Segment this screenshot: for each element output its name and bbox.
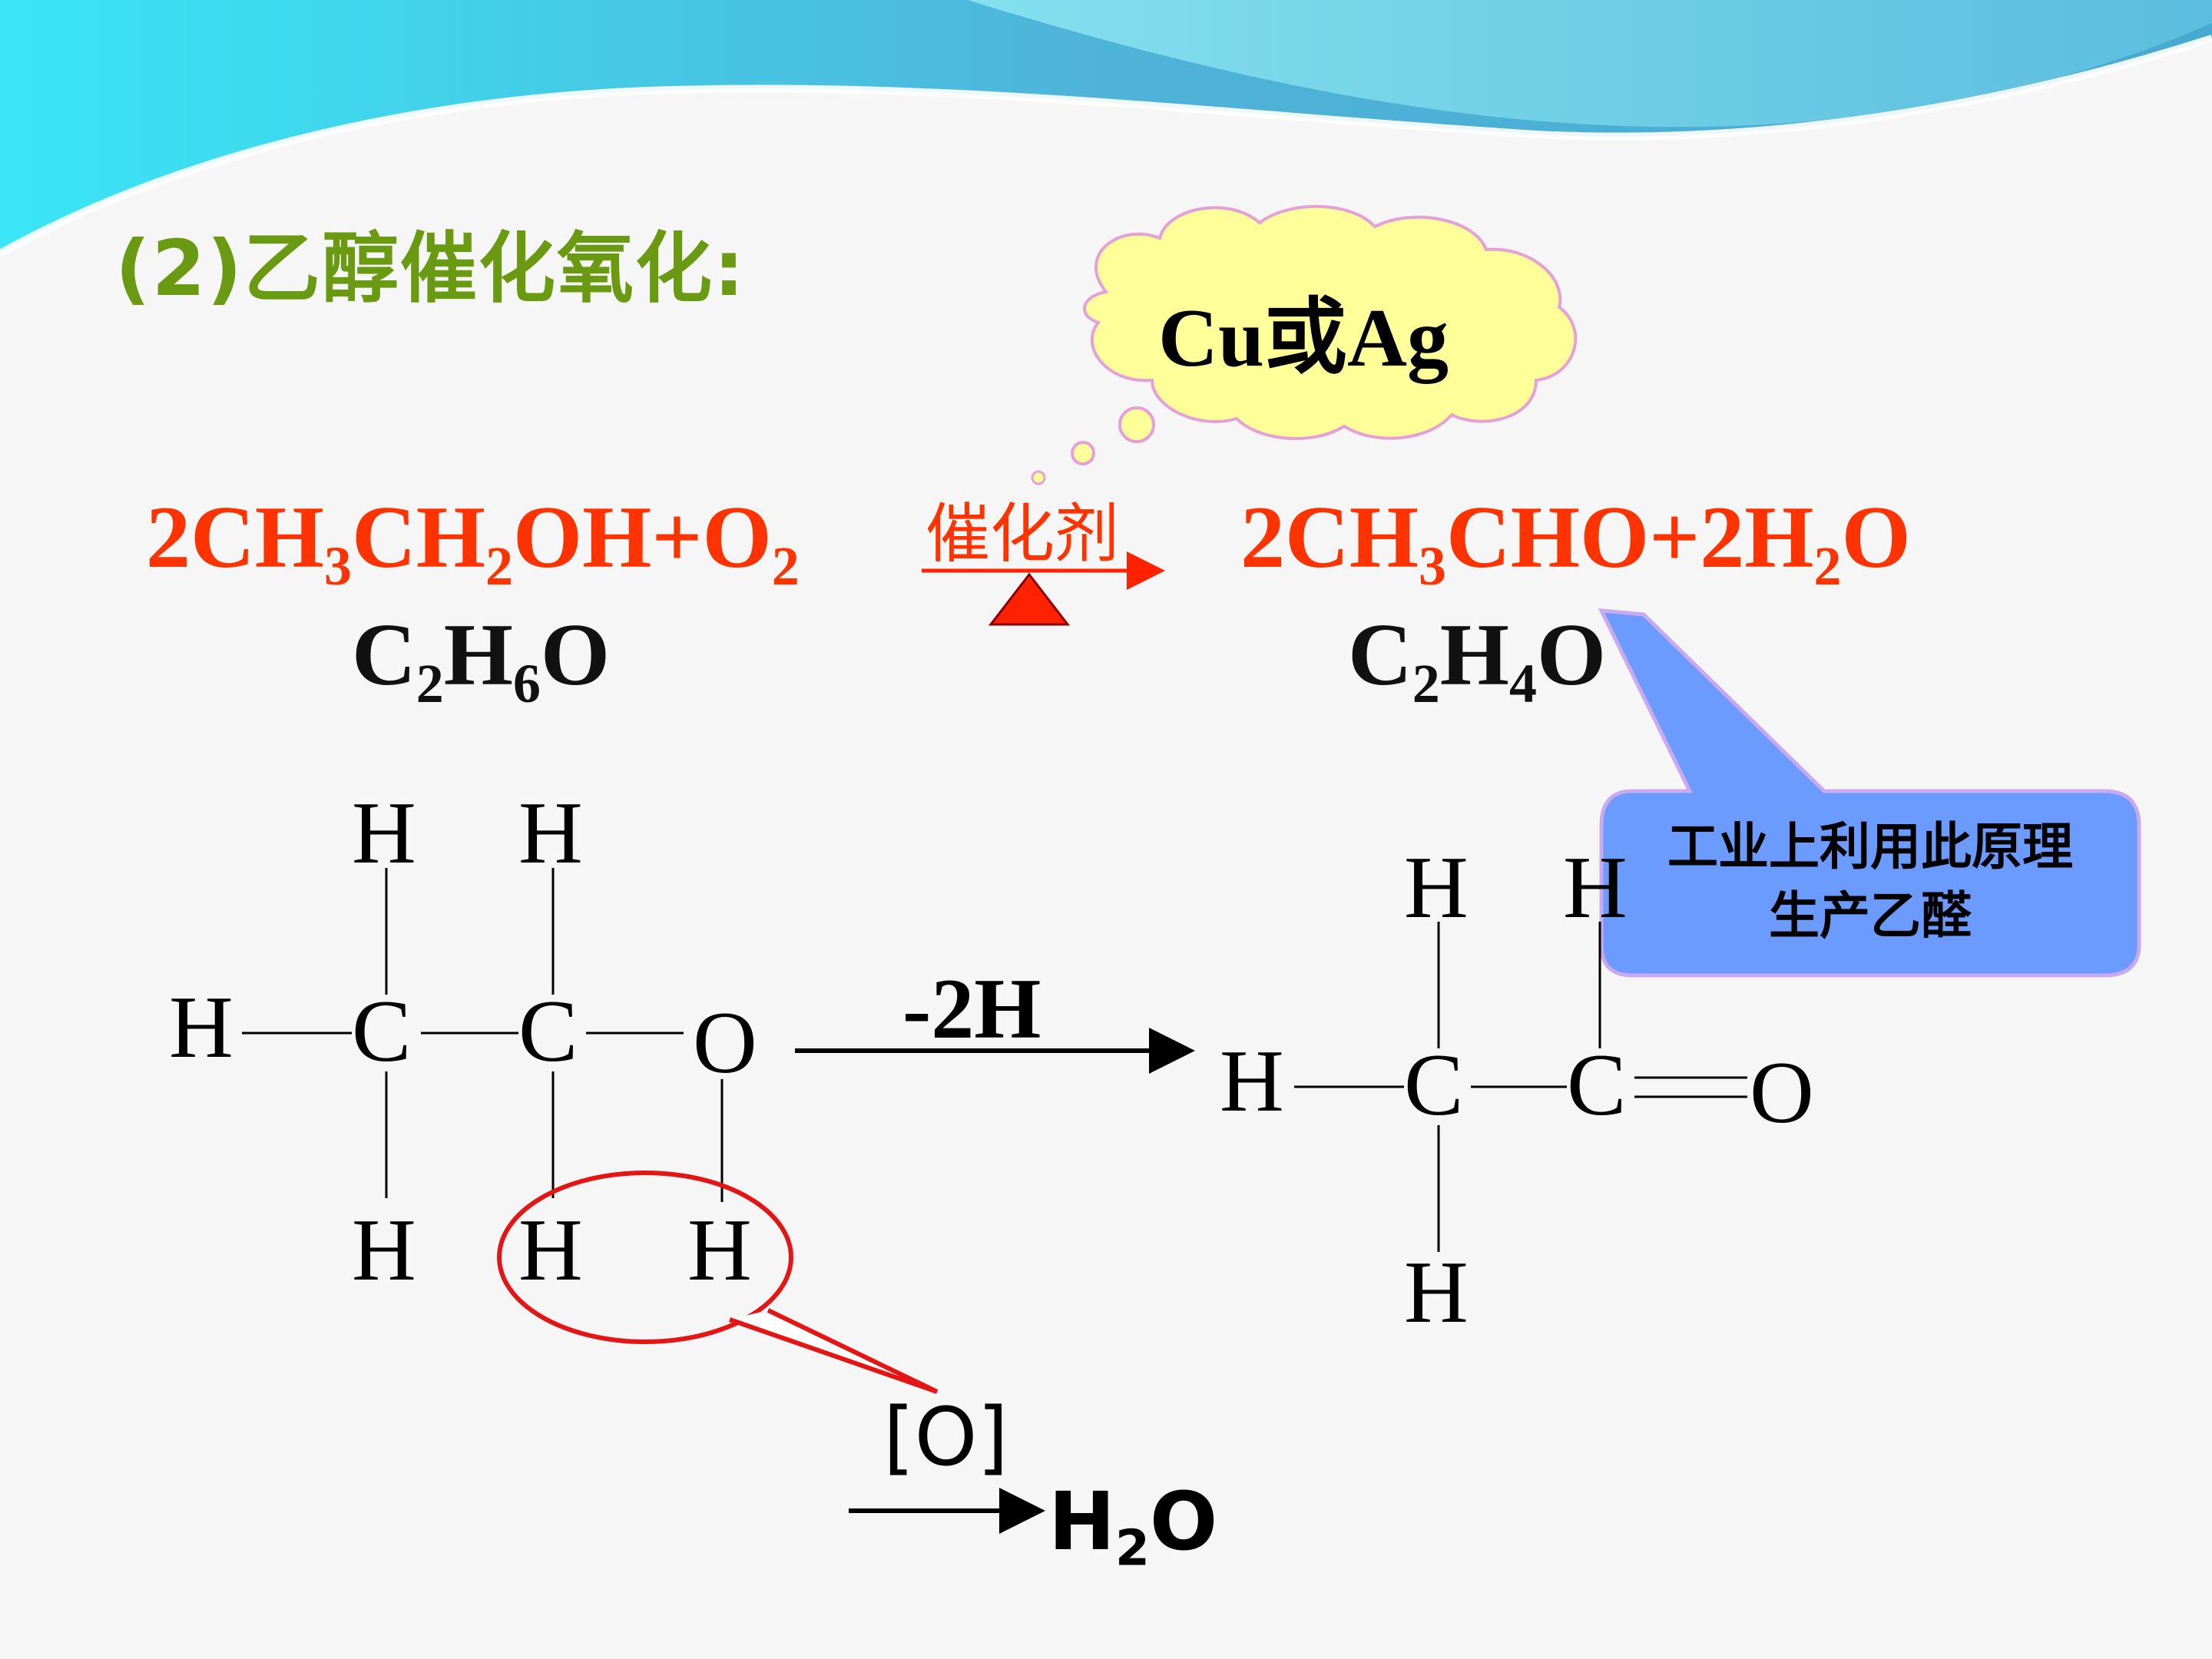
formula-segment: H bbox=[443, 606, 513, 704]
water-formula: H2O bbox=[1048, 1475, 1217, 1578]
formula-segment: CH bbox=[351, 488, 485, 587]
formula-segment: C bbox=[1348, 606, 1412, 704]
formula-subscript: 4 bbox=[1508, 653, 1537, 714]
atom-o: O bbox=[693, 994, 757, 1092]
atom-c: C bbox=[352, 982, 412, 1081]
title-text: 乙醇催化氧化: bbox=[243, 224, 746, 313]
formula-segment: O bbox=[1149, 1475, 1218, 1568]
formula-subscript: 2 bbox=[771, 535, 800, 597]
equation-reactants: 2CH3CH2OH+O2 bbox=[146, 493, 800, 594]
atom-h: H bbox=[352, 784, 416, 882]
formula-subscript: 3 bbox=[324, 535, 352, 597]
atom-h: H bbox=[352, 1201, 416, 1300]
formula-segment: H bbox=[1439, 606, 1509, 704]
atom-h: H bbox=[518, 1201, 583, 1300]
equation-condition: 催化剂 bbox=[926, 496, 1120, 571]
equation-products: 2CH3CHO+2H2O bbox=[1240, 493, 1911, 594]
formula-segment: CHO+2H bbox=[1445, 488, 1814, 587]
formula-acetaldehyde: C2H4O bbox=[1348, 611, 1606, 712]
title-prefix: (2) bbox=[115, 224, 243, 313]
atom-c: C bbox=[1404, 1036, 1464, 1134]
formula-subscript: 2 bbox=[416, 653, 444, 714]
formula-segment: H bbox=[1048, 1475, 1116, 1568]
atom-h: H bbox=[1404, 839, 1469, 937]
atom-h: H bbox=[1220, 1032, 1284, 1131]
atom-c: C bbox=[1567, 1036, 1627, 1134]
highlight-circle bbox=[497, 1171, 939, 1394]
atom-h: H bbox=[687, 1201, 752, 1300]
callout-text: 工业上利用此原理 生产乙醛 bbox=[1601, 813, 2139, 951]
catalyst-bubble-text: Cu或Ag bbox=[1158, 293, 1449, 384]
dehydrogenation-label: -2H bbox=[902, 962, 1041, 1057]
formula-subscript: 2 bbox=[1813, 535, 1842, 597]
condition-arrow bbox=[922, 551, 1165, 626]
formula-segment: 2CH bbox=[1240, 488, 1419, 587]
formula-ethanol: C2H6O bbox=[352, 611, 610, 712]
atom-h: H bbox=[1404, 1243, 1469, 1342]
formula-segment: O bbox=[1536, 606, 1607, 704]
atom-h: H bbox=[1563, 839, 1628, 937]
formula-subscript: 2 bbox=[485, 535, 513, 597]
callout-line-1: 工业上利用此原理 bbox=[1667, 817, 2073, 876]
callout-shape bbox=[1598, 608, 2141, 978]
header-wave bbox=[0, 0, 2212, 257]
atom-h: H bbox=[169, 979, 233, 1077]
ethanol-bonds bbox=[242, 868, 724, 1202]
formula-segment: 2CH bbox=[146, 488, 324, 587]
formula-subscript: 2 bbox=[1115, 1519, 1150, 1578]
acetaldehyde-bonds bbox=[1294, 922, 1747, 1252]
formula-segment: O bbox=[540, 606, 611, 704]
formula-segment: OH+O bbox=[512, 488, 772, 587]
oxidant-label: [O] bbox=[883, 1390, 1009, 1484]
formula-segment: C bbox=[352, 606, 416, 704]
formula-subscript: 3 bbox=[1419, 535, 1446, 597]
atom-h: H bbox=[518, 784, 583, 882]
formula-segment: O bbox=[1841, 488, 1911, 587]
atom-c: C bbox=[518, 982, 578, 1081]
slide-title: (2)乙醇催化氧化: bbox=[115, 206, 746, 317]
thought-bubble bbox=[1031, 204, 1578, 485]
formula-subscript: 6 bbox=[512, 653, 541, 714]
callout-line-2: 生产乙醛 bbox=[1769, 886, 1972, 945]
atom-o: O bbox=[1750, 1044, 1814, 1142]
formula-subscript: 2 bbox=[1412, 653, 1440, 714]
